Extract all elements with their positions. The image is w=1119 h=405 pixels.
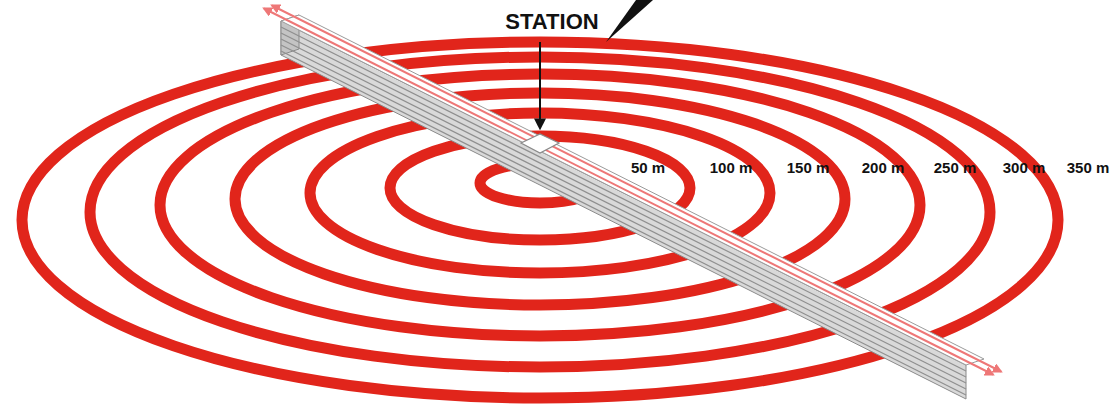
station-label: STATION	[503, 10, 600, 34]
distance-label: 100 m	[708, 160, 755, 177]
slab-layers	[281, 27, 966, 395]
slash-mark	[606, 0, 653, 42]
station-building	[521, 134, 559, 153]
distance-label: 150 m	[785, 160, 832, 177]
distance-label: 200 m	[860, 160, 907, 177]
pointer-arrow	[539, 42, 541, 128]
slab-top	[281, 15, 984, 365]
rail	[272, 6, 1001, 372]
distance-label: 300 m	[1001, 160, 1048, 177]
slab-side	[281, 21, 966, 399]
distance-label: 350 m	[1065, 160, 1112, 177]
platform-slab	[264, 6, 1001, 400]
distance-label: 50 m	[629, 160, 667, 177]
rail	[264, 9, 993, 375]
distance-label: 250 m	[932, 160, 979, 177]
